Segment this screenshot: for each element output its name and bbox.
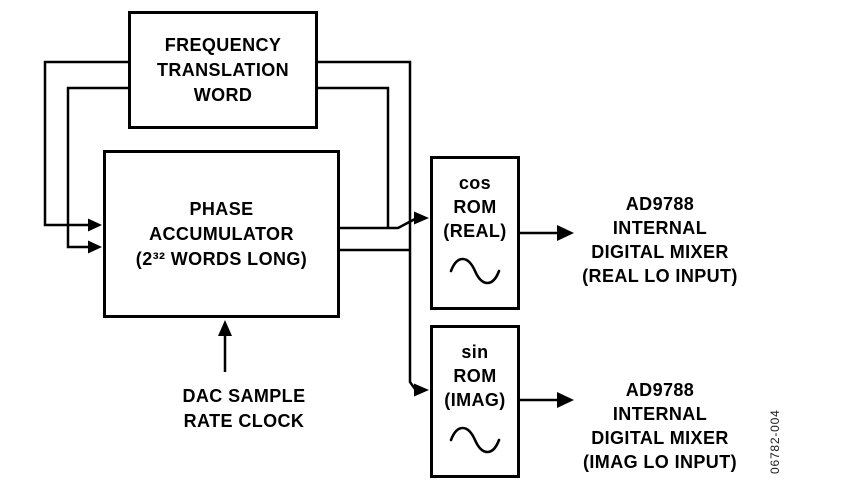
phase-accumulator-box: PHASE ACCUMULATOR (2³² WORDS LONG): [103, 150, 340, 318]
sine-wave-icon: [449, 426, 501, 454]
arrowhead-into-sin-rom: [414, 383, 429, 397]
figure-number: 06782-004: [768, 409, 782, 474]
wire-ftw-to-accumulator-outer: [43, 60, 128, 227]
cos-rom-box: cos ROM (REAL): [430, 156, 520, 310]
sine-wave-path: [449, 426, 501, 454]
arrowhead-to-imag-mixer: [557, 392, 574, 408]
cos-rom-label: cos ROM (REAL): [443, 173, 507, 241]
arrowhead-group: [88, 211, 574, 408]
wire-accumulator-to-cos-rom: [340, 217, 416, 230]
mixer-real-label: AD9788 INTERNAL DIGITAL MIXER (REAL LO I…: [582, 194, 738, 286]
arrowhead-dac-clock-up: [218, 320, 232, 336]
wire-ftw-to-accumulator-inner: [66, 86, 128, 249]
wire-ftw-right-to-cos-rom: [318, 86, 390, 228]
sin-rom-box: sin ROM (IMAG): [430, 325, 520, 478]
dac-sample-rate-clock-label: DAC SAMPLE RATE CLOCK: [182, 386, 306, 431]
wire-group: [43, 60, 558, 402]
arrowhead-to-real-mixer: [557, 225, 574, 241]
sin-rom-label: sin ROM (IMAG): [444, 342, 506, 410]
arrowhead-into-accumulator-upper: [88, 218, 102, 232]
frequency-translation-word-box: FREQUENCY TRANSLATION WORD: [128, 11, 318, 129]
arrowhead-into-accumulator-lower: [88, 240, 102, 254]
sine-wave-icon: [449, 257, 501, 285]
arrowhead-into-cos-rom: [414, 211, 429, 225]
sine-wave-path: [449, 257, 501, 285]
mixer-imag-label: AD9788 INTERNAL DIGITAL MIXER (IMAG LO I…: [583, 380, 737, 472]
